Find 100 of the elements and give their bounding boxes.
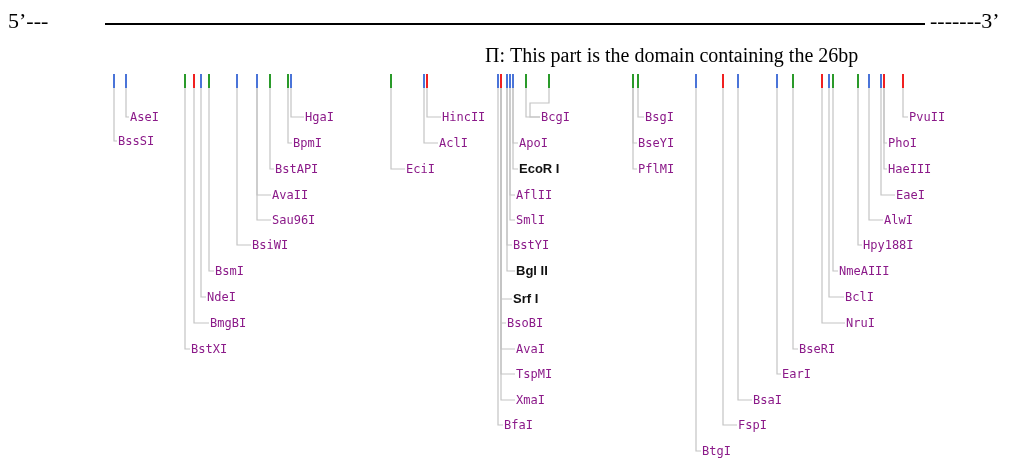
site-tick	[426, 74, 428, 88]
enzyme-label: BssSI	[118, 134, 155, 148]
enzyme-label: BsoBI	[507, 316, 544, 330]
leader-line	[902, 87, 909, 118]
enzyme-label: AvaII	[272, 188, 309, 202]
enzyme-label: HaeIII	[888, 162, 932, 176]
enzyme-label: BcgI	[541, 110, 570, 124]
leader-line	[832, 87, 839, 272]
site-tick	[880, 74, 882, 88]
enzyme-label: NdeI	[207, 290, 236, 304]
leader-line	[828, 87, 845, 298]
enzyme-label: PhoI	[888, 136, 917, 150]
leader-line	[637, 87, 645, 118]
site-tick	[125, 74, 127, 88]
site-tick	[525, 74, 527, 88]
site-tick	[548, 74, 550, 88]
enzyme-label: PvuII	[909, 110, 946, 124]
leader-line	[512, 87, 519, 170]
site-tick	[200, 74, 202, 88]
site-tick	[290, 74, 292, 88]
site-tick	[236, 74, 238, 88]
enzyme-label: BseRI	[799, 342, 836, 356]
site-tick	[828, 74, 830, 88]
leader-line	[880, 87, 896, 196]
site-tick	[423, 74, 425, 88]
site-tick	[792, 74, 794, 88]
enzyme-label: BsaI	[753, 393, 782, 407]
enzyme-label: BclI	[845, 290, 874, 304]
site-tick	[868, 74, 870, 88]
site-tick	[390, 74, 392, 88]
site-tick	[832, 74, 834, 88]
leader-line	[423, 87, 439, 144]
enzyme-label: BstAPI	[275, 162, 319, 176]
site-tick	[208, 74, 210, 88]
leader-line	[290, 87, 305, 118]
site-tick	[883, 74, 885, 88]
enzyme-label: PflMI	[638, 162, 675, 176]
enzyme-label: FspI	[738, 418, 767, 432]
leader-line	[632, 87, 638, 170]
strand-end-label: 5’---	[8, 8, 49, 34]
leader-line	[184, 87, 191, 350]
site-tick	[113, 74, 115, 88]
site-tick	[776, 74, 778, 88]
enzyme-label: TspMI	[516, 367, 553, 381]
site-tick	[509, 74, 511, 88]
enzyme-label: BsgI	[645, 110, 674, 124]
site-tick	[632, 74, 634, 88]
site-tick	[722, 74, 724, 88]
enzyme-label: EcoR I	[519, 162, 560, 176]
leader-line	[269, 87, 275, 170]
leader-line	[792, 87, 799, 350]
site-tick	[512, 74, 514, 88]
site-tick	[695, 74, 697, 88]
enzyme-label: EciI	[406, 162, 435, 176]
leader-line	[497, 87, 504, 426]
site-tick	[269, 74, 271, 88]
site-tick	[821, 74, 823, 88]
enzyme-label: AvaI	[516, 342, 545, 356]
leader-line	[113, 87, 118, 142]
site-tick	[857, 74, 859, 88]
site-tick	[506, 74, 508, 88]
site-tick	[902, 74, 904, 88]
leader-line	[287, 87, 293, 144]
enzyme-label: EaeI	[896, 188, 925, 202]
enzyme-label: AlwI	[884, 213, 913, 227]
site-tick	[256, 74, 258, 88]
site-tick	[184, 74, 186, 88]
leader-line	[236, 87, 252, 246]
leader-line	[529, 87, 550, 118]
enzyme-label: HgaI	[305, 110, 334, 124]
enzyme-label: Srf I	[513, 292, 539, 306]
enzyme-label: NruI	[846, 316, 875, 330]
leader-line	[200, 87, 207, 298]
enzyme-label: AclI	[439, 136, 468, 150]
note-text: Π: This part is the domain containing the 26bp	[485, 44, 859, 67]
leader-line	[857, 87, 863, 246]
enzyme-label: HincII	[442, 110, 486, 124]
leader-line	[390, 87, 406, 170]
site-tick	[287, 74, 289, 88]
enzyme-label: AseI	[130, 110, 159, 124]
leader-line	[208, 87, 215, 272]
enzyme-label: BsiWI	[252, 238, 289, 252]
leader-line	[125, 87, 130, 118]
leader-line	[737, 87, 753, 401]
enzyme-label: BsmI	[215, 264, 244, 278]
enzyme-label: ApoI	[519, 136, 548, 150]
enzyme-label: BstXI	[191, 342, 228, 356]
enzyme-label: XmaI	[516, 393, 545, 407]
enzyme-label: Hpy188I	[863, 238, 914, 252]
leader-line	[722, 87, 738, 426]
site-tick	[497, 74, 499, 88]
enzyme-label: NmeAIII	[839, 264, 890, 278]
enzyme-label: Bgl II	[516, 264, 548, 278]
site-tick	[737, 74, 739, 88]
enzyme-label: EarI	[782, 367, 811, 381]
leader-line	[695, 87, 702, 452]
leader-line	[193, 87, 210, 324]
enzyme-label: Sau96I	[272, 213, 316, 227]
site-tick	[500, 74, 502, 88]
leader-line	[821, 87, 846, 324]
